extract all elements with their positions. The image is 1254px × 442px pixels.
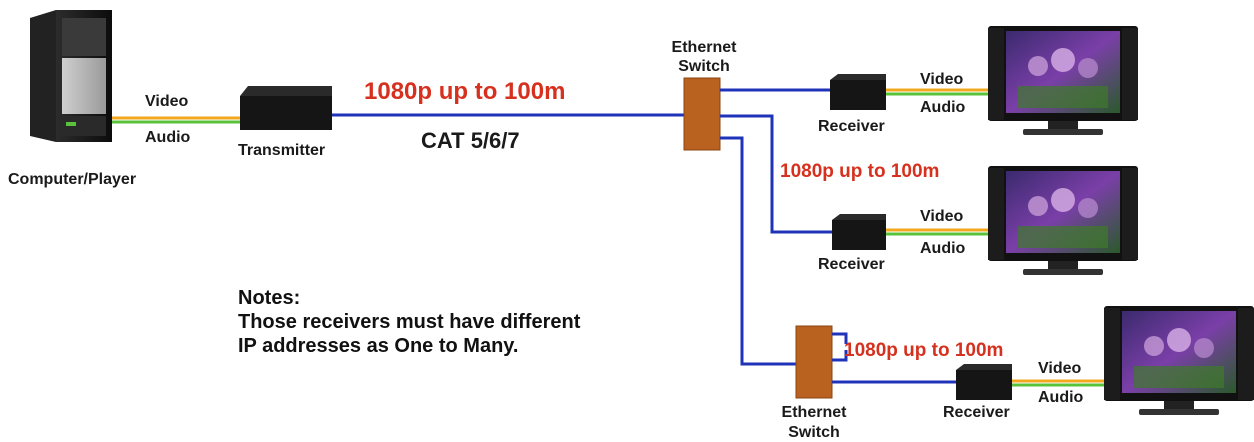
receiver-1-label: Receiver: [818, 118, 885, 135]
bottom-link-speed-label: 1080p up to 100m: [844, 340, 1004, 361]
tv-2-icon: [988, 166, 1138, 275]
switch-top-label-line2: Switch: [678, 58, 730, 75]
ethernet-switch-top: [683, 77, 721, 151]
pc-video-label: Video: [145, 93, 189, 110]
receiver-2-label: Receiver: [818, 256, 885, 273]
receiver-2-av-cable: [886, 228, 990, 236]
transmitter-label: Transmitter: [238, 142, 326, 159]
receiver-3-video-label: Video: [1038, 360, 1082, 377]
tv-3-icon: [1104, 306, 1254, 415]
cable-to-receiver-2: [720, 114, 832, 234]
receiver-3-label: Receiver: [943, 404, 1010, 421]
receiver-3-audio-label: Audio: [1038, 389, 1084, 406]
receiver-2-box: [832, 214, 886, 250]
receiver-3-box: [956, 364, 1012, 400]
notes-line-2: IP addresses as One to Many.: [238, 335, 519, 357]
receiver-1-av-cable: [886, 88, 990, 96]
computer-label: Computer/Player: [8, 171, 137, 188]
middle-link-speed-label: 1080p up to 100m: [780, 161, 940, 182]
tv-1-icon: [988, 26, 1138, 135]
pc-audio-label: Audio: [145, 129, 191, 146]
receiver-1-box: [830, 74, 886, 110]
switch-top-label-line1: Ethernet: [671, 39, 737, 56]
notes-line-1: Those receivers must have different: [238, 311, 581, 333]
main-link-speed-label: 1080p up to 100m: [364, 78, 566, 105]
switch-bottom-label-line1: Ethernet: [781, 404, 847, 421]
notes-block: Notes: Those receivers must have differe…: [238, 286, 580, 358]
switch-bottom-stub-ports: [832, 332, 848, 362]
receiver-1-video-label: Video: [920, 71, 964, 88]
receiver-3-av-cable: [1012, 379, 1108, 387]
cable-to-switch-bottom: [720, 136, 796, 366]
tower-pc-icon: [30, 10, 112, 142]
switch-bottom-label-line2: Switch: [788, 424, 840, 441]
receiver-1-audio-label: Audio: [920, 99, 966, 116]
transmitter-box: [240, 86, 332, 130]
main-link-cable-label: CAT 5/6/7: [421, 128, 520, 153]
receiver-2-video-label: Video: [920, 208, 964, 225]
notes-heading: Notes:: [238, 287, 301, 309]
ethernet-switch-bottom: [795, 325, 833, 399]
pc-av-cable: [112, 116, 240, 124]
receiver-2-audio-label: Audio: [920, 240, 966, 257]
